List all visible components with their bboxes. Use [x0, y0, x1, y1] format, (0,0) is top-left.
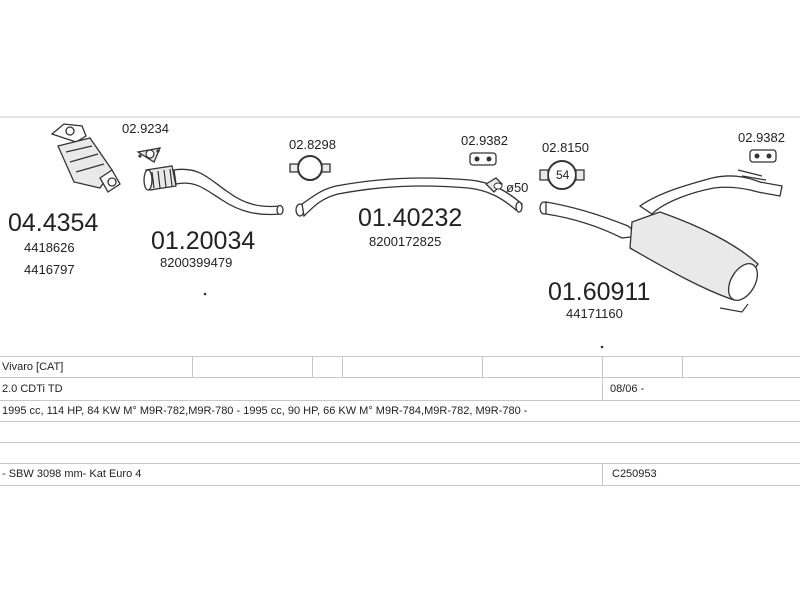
- table-rule: [0, 421, 800, 422]
- rear-silencer-code: 01.60911: [548, 278, 650, 306]
- notes-cell: - SBW 3098 mm- Kat Euro 4: [2, 468, 142, 480]
- rubber-hanger-right-drawing: [749, 149, 777, 163]
- table-rule: [0, 485, 800, 486]
- catalog-code-cell: C250953: [612, 468, 657, 480]
- table-divider: [602, 357, 603, 377]
- mid-pipe-code: 01.40232: [358, 204, 462, 232]
- pipe-ring-drawing: [484, 177, 503, 193]
- gasket-drawing: [136, 147, 162, 163]
- cat-code: 04.4354: [8, 209, 98, 237]
- rear-silencer-drawing: [539, 169, 783, 313]
- table-divider: [192, 357, 193, 377]
- table-rule: [0, 442, 800, 443]
- table-divider: [342, 357, 343, 377]
- clamp-54-size: 54: [556, 168, 570, 182]
- dot-marker: [203, 292, 207, 296]
- mid-pipe-drawing: [295, 177, 523, 218]
- catalytic-converter-drawing: [50, 123, 121, 193]
- clamp-54-code: 02.8150: [542, 140, 589, 155]
- table-divider: [312, 357, 313, 377]
- table-divider: [602, 464, 603, 485]
- table-divider: [482, 357, 483, 377]
- date-cell: 08/06 -: [610, 383, 645, 395]
- dot-marker: [600, 345, 604, 349]
- engine-cell: 2.0 CDTi TD: [2, 383, 63, 395]
- front-pipe-drawing: [143, 165, 284, 216]
- table-rule: [0, 463, 800, 464]
- clamp-code: 02.8298: [289, 137, 336, 152]
- table-rule: [0, 356, 800, 357]
- table-rule: [0, 377, 800, 378]
- table-rule: [0, 400, 800, 401]
- front-pipe-ref: 8200399479: [160, 255, 232, 270]
- rear-silencer-ref: 44171160: [566, 306, 623, 321]
- gasket-code: 02.9234: [122, 121, 169, 136]
- rubber-hanger-drawing: [469, 152, 497, 166]
- hanger-code: 02.9382: [461, 133, 508, 148]
- model-cell: Vivaro [CAT]: [2, 361, 64, 373]
- clamp-drawing: [289, 155, 331, 181]
- table-divider: [602, 378, 603, 400]
- ring-size: ø50: [506, 180, 528, 195]
- front-pipe-code: 01.20034: [151, 227, 255, 255]
- cat-ref-2: 4416797: [24, 262, 75, 277]
- cat-ref-1: 4418626: [24, 240, 75, 255]
- table-divider: [682, 357, 683, 377]
- mid-pipe-ref: 8200172825: [369, 234, 441, 249]
- hanger-right-code: 02.9382: [738, 130, 785, 145]
- specs-cell: 1995 cc, 114 HP, 84 KW M° M9R-782,M9R-78…: [2, 405, 528, 417]
- clamp-54-drawing: [539, 160, 585, 190]
